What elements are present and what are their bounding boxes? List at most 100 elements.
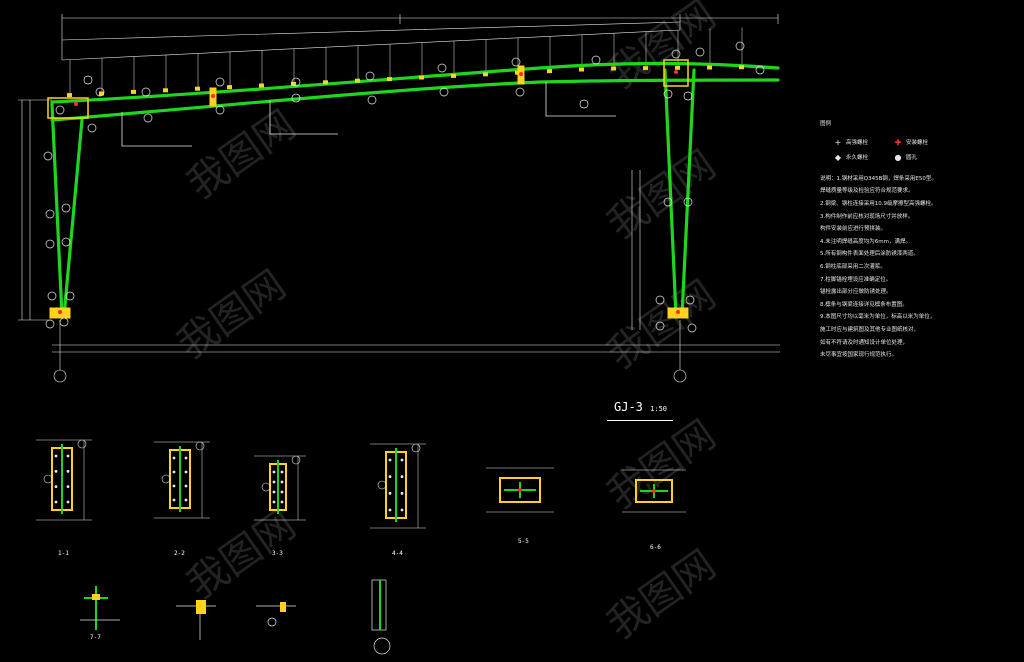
base-plate [635,479,673,503]
callout-bubble [61,237,71,247]
callout-bubble [655,321,665,331]
left-dimension [18,99,52,321]
portal-frame [50,61,780,318]
purlin-clip [323,80,328,85]
section-bolt [54,500,58,504]
callout-bubble [411,443,421,453]
note-line: 4.未注明焊缝高度均为6mm，满焊。 [820,238,911,245]
section-bolt [66,454,70,458]
drawing-scale: 1:50 [650,405,667,413]
erection-bolt-icon: ✚ [894,137,902,147]
callout-bubble [591,55,601,65]
callout-bubble [45,319,55,329]
section-detail [370,443,426,529]
section-bolt [184,484,188,488]
callout-bubble [87,123,97,133]
purlin-clip [419,75,424,80]
section-bolt [400,475,404,479]
section-bolt [388,491,392,495]
section-bolt [272,480,276,484]
section-bolt [280,490,284,494]
section-bolt [184,498,188,502]
purlin-clip [195,86,200,91]
right-column-outer [663,68,678,318]
purlin-clip [579,67,584,72]
purlin-clip [99,91,104,96]
legend-heading: 图例 [820,121,832,127]
callout-bubble [579,99,589,109]
section-bolt [172,470,176,474]
callout-bubble [261,482,271,492]
base-plate [499,477,541,503]
note-line: 9.本图尺寸均以毫米为单位，标高以米为单位， [820,314,936,321]
section-bolt [400,458,404,462]
callout-bubble [161,474,171,484]
note-line: 6.钢柱底部采用二次灌浆。 [820,263,886,270]
callout-bubble [141,87,151,97]
callout-bubble [655,295,665,305]
callout-bubble [95,87,105,97]
callout-bubble [55,105,65,115]
note-line: 构件安装前应进行预拼装。 [820,226,887,233]
notes-panel: 图例 +高强螺栓 ✚安装螺栓 ◆永久螺栓 ●圆孔 说明：1.钢材采用Q345B钢… [820,118,1020,362]
drawing-title-text: GJ-3 [614,400,643,414]
title-underline [607,420,673,421]
legend-label: 永久螺栓 [846,155,869,162]
callout-bubble [77,439,87,449]
callout-bubble [671,49,681,59]
section-bolt [66,500,70,504]
anchor-bolt [652,489,656,493]
callout-bubble [511,57,521,67]
callout-bubble [291,93,301,103]
section-detail [254,455,306,521]
section-details [36,439,686,529]
purlin-clip [707,65,712,70]
purlin-clip [547,69,552,74]
bottom-dimension [52,320,780,383]
callout-bubble [663,197,673,207]
legend: +高强螺栓 ✚安装螺栓 ◆永久螺栓 ●圆孔 [834,137,1020,165]
section-bolt [184,470,188,474]
callout-bubble [365,71,375,81]
leader-lines [121,82,616,147]
purlin-clip [515,70,520,75]
section-bolt [400,491,404,495]
purlin-clip [355,78,360,83]
callout-bubble [59,317,69,327]
callout-bubble [195,441,205,451]
purlin-clip [291,81,296,86]
section-bolt [184,456,188,460]
rafter-top [50,61,780,104]
callout-bubble [291,455,301,465]
callout-bubble [439,87,449,97]
bottom-details [80,579,391,655]
callout-bubble [687,323,697,333]
note-line: 如有不符请及时通知设计单位处理， [820,339,909,346]
left-column-outer [50,102,64,318]
section-bolt [388,508,392,512]
bolt-symbol-icon: + [834,137,842,147]
section-bolt [54,454,58,458]
note-line: 施工时应与建筑图及其他专业图纸核对， [820,326,920,333]
top-dimension-lines [61,14,779,61]
watermark-text: 我图网 [179,502,304,609]
purlin-clip [387,77,392,82]
watermark-text: 我图网 [599,272,724,379]
watermark-text: 我图网 [179,102,304,209]
legend-item: ●圆孔 [894,152,954,165]
note-line: 焊缝质量等级及检验应符合规范要求。 [820,188,914,195]
section-bolt [272,470,276,474]
watermarks: 我图网 我图网 我图网 我图网 我图网 我图网 我图网 我图网 [169,0,724,648]
section-label-2: 2-2 [174,550,185,557]
legend-item: ◆永久螺栓 [834,152,894,165]
section-bolt [172,498,176,502]
purlin-clips [67,65,744,98]
note-line: 3.构件制作前应核对现场尺寸并放样。 [820,213,914,220]
callout-bubble [755,65,765,75]
section-bolt [388,475,392,479]
callout-bubble [683,91,693,101]
callout-bubble [291,77,301,87]
section-bolt [66,469,70,473]
watermark-text: 我图网 [599,542,724,649]
purlin-clip [675,65,680,70]
